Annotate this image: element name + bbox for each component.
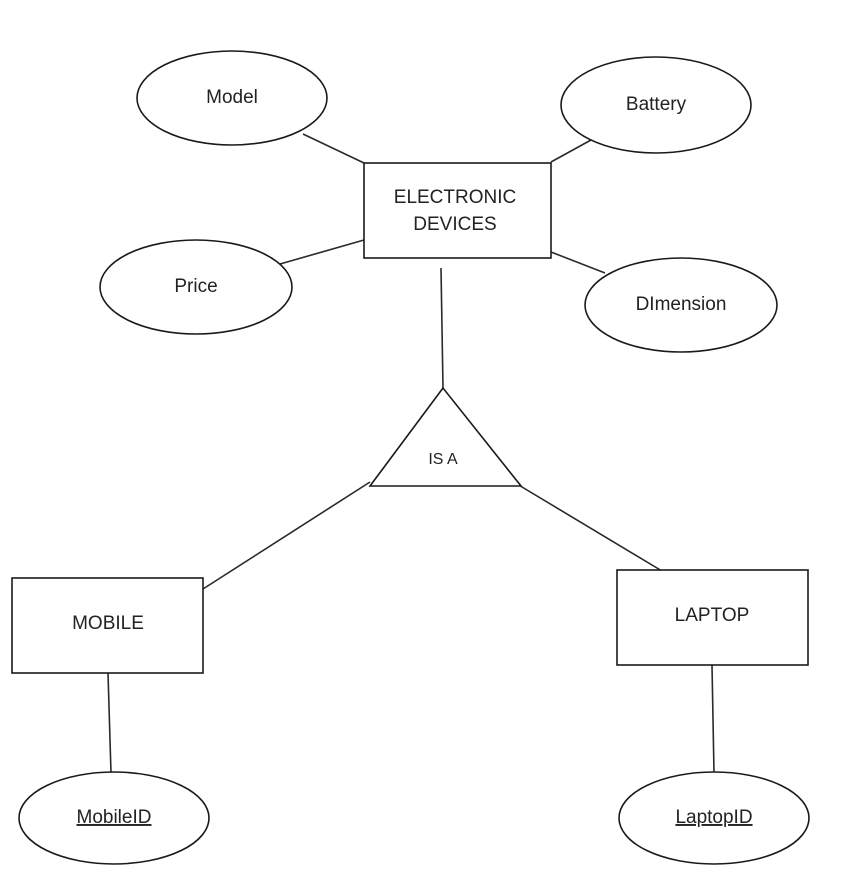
connector-isa-laptop	[516, 483, 663, 572]
attribute-laptopid-label: LaptopID	[675, 807, 752, 828]
entity-electronic-devices-line1: ELECTRONIC	[394, 187, 516, 208]
connector-battery	[550, 139, 592, 163]
entity-laptop-label: LAPTOP	[675, 605, 750, 626]
attribute-price-label: Price	[174, 276, 217, 297]
attribute-model-label: Model	[206, 87, 258, 108]
attribute-mobileid: MobileID	[18, 771, 210, 865]
connector-dimension	[550, 251, 606, 274]
attribute-price: Price	[99, 239, 293, 335]
attribute-laptopid: LaptopID	[618, 771, 810, 865]
entity-mobile-label: MOBILE	[72, 613, 144, 634]
attribute-mobileid-label: MobileID	[77, 807, 152, 828]
attribute-battery-label: Battery	[626, 94, 687, 115]
attribute-dimension-label: DImension	[636, 294, 727, 315]
attribute-dimension: DImension	[584, 257, 778, 353]
entity-laptop: LAPTOP	[616, 569, 809, 666]
connector-isa-mobile	[202, 481, 371, 590]
connector-price	[279, 239, 365, 265]
connector-laptop-laptopid	[711, 664, 715, 774]
attribute-battery: Battery	[560, 56, 752, 154]
entity-electronic-devices-line2: DEVICES	[413, 214, 496, 235]
attribute-model: Model	[136, 50, 328, 146]
connector-parent-isa	[440, 267, 444, 389]
relationship-isa: IS A	[368, 386, 523, 487]
connectors	[107, 133, 715, 774]
entity-mobile: MOBILE	[11, 577, 204, 674]
entity-electronic-devices: ELECTRONIC DEVICES	[363, 162, 552, 259]
connector-mobile-mobileid	[107, 672, 112, 774]
connector-model	[302, 133, 365, 164]
relationship-isa-label: IS A	[428, 451, 458, 468]
